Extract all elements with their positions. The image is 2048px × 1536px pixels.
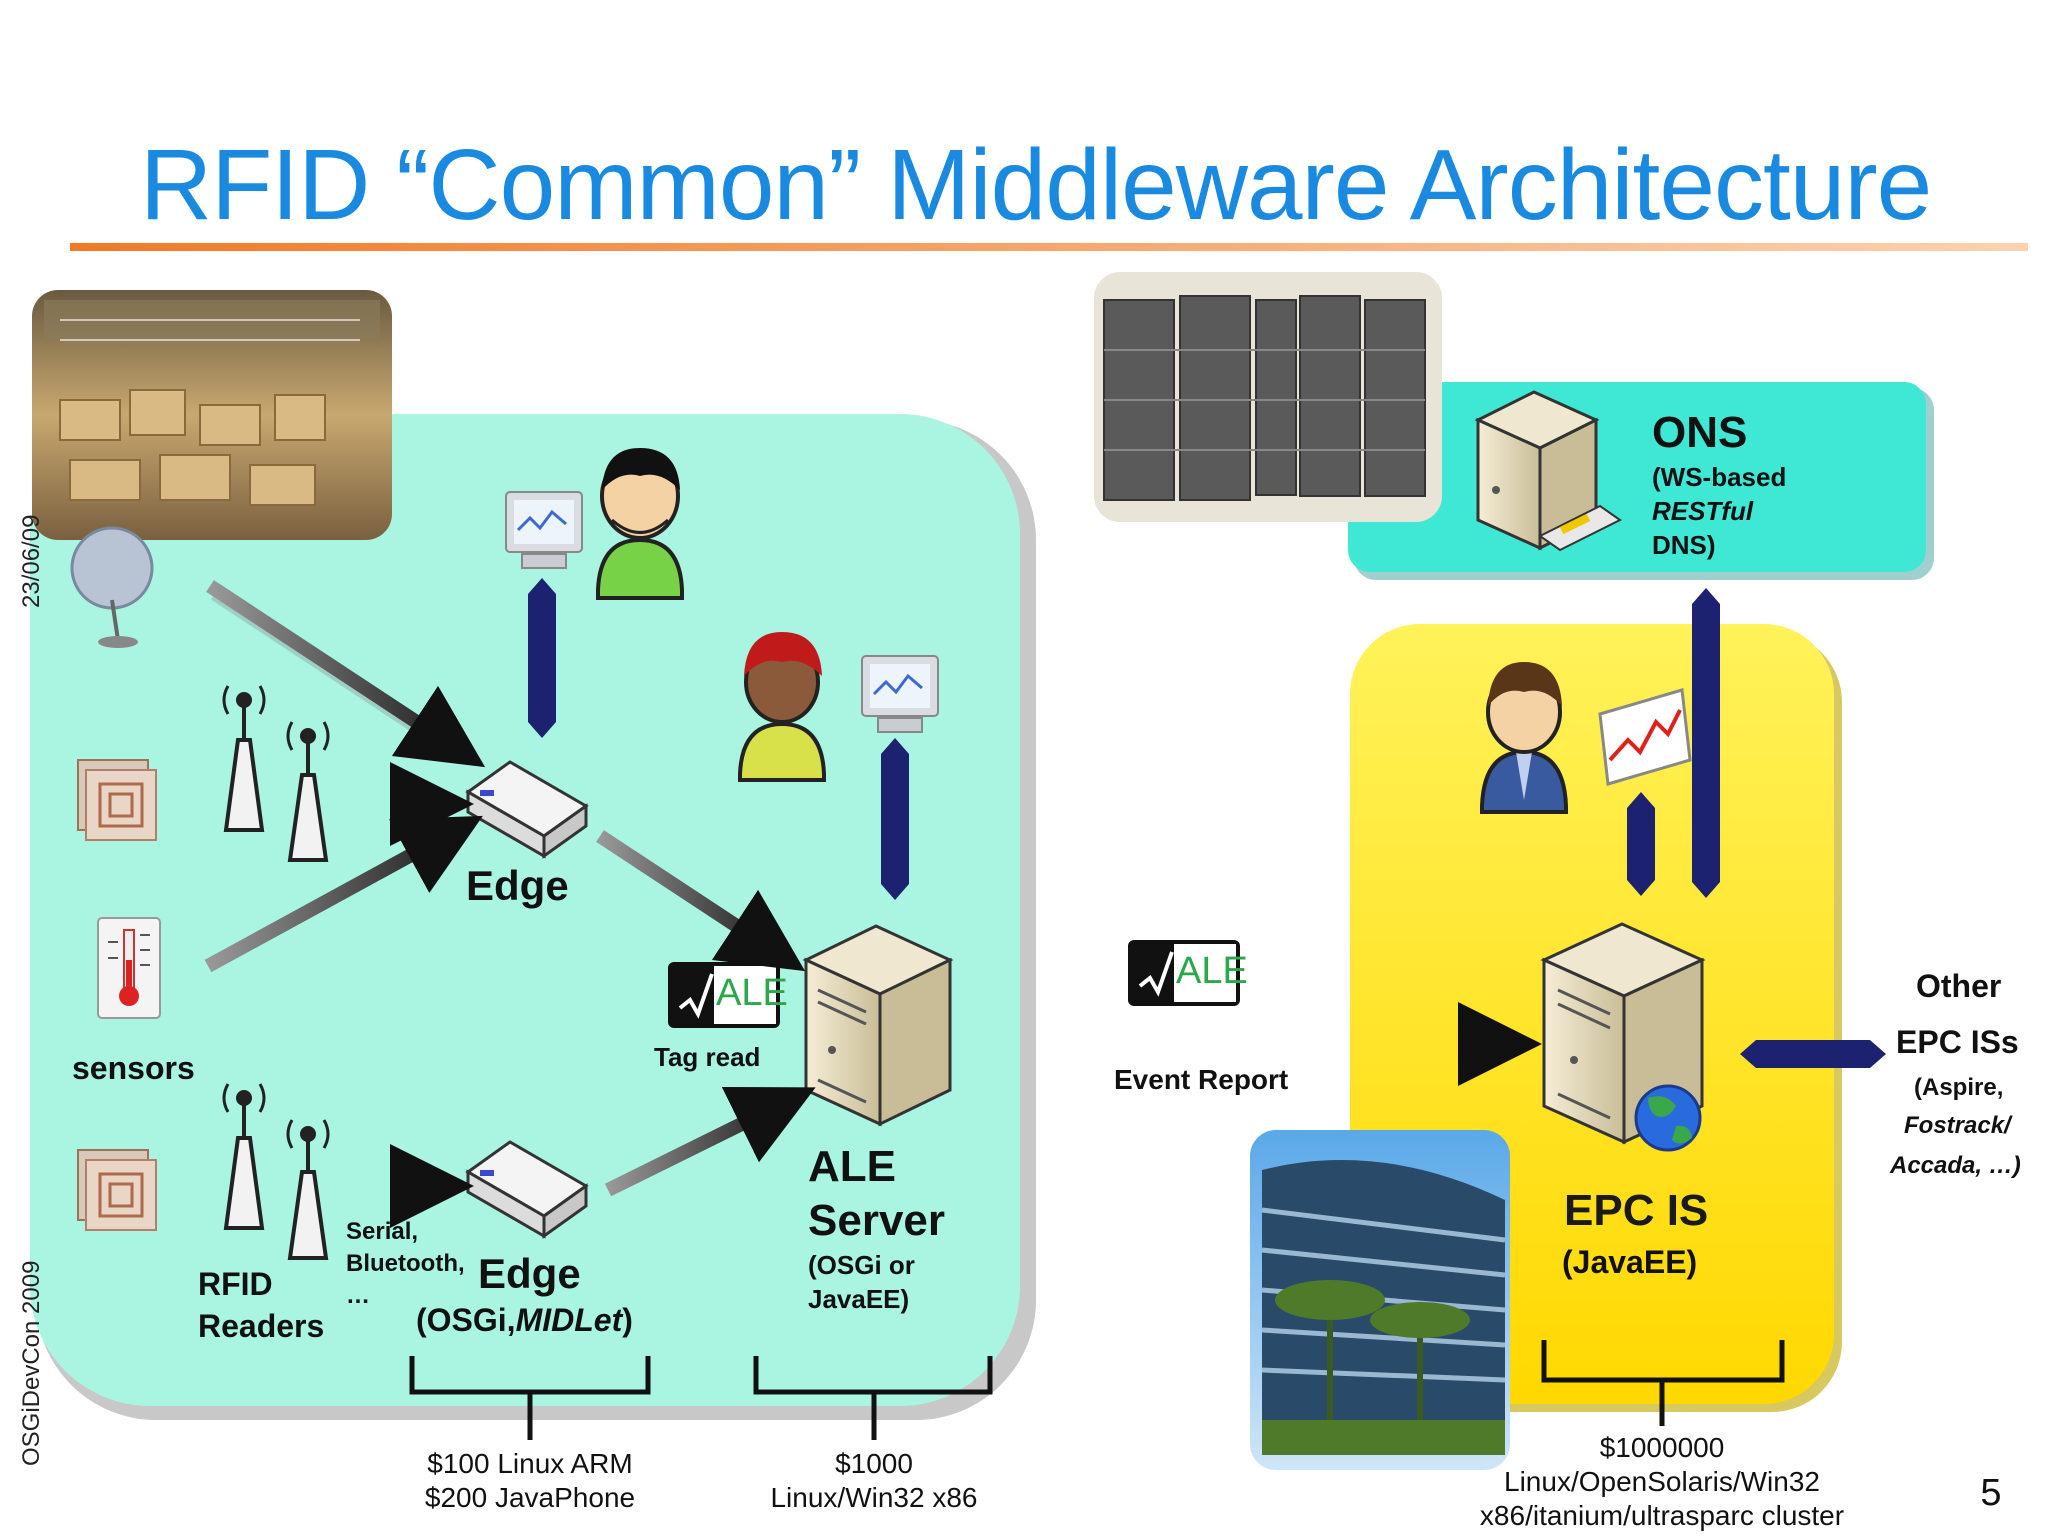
rfid-tag-icon xyxy=(77,759,157,841)
edge-bottom-sub-suffix: ) xyxy=(622,1302,633,1338)
rfid-tag-icon xyxy=(77,1149,157,1231)
chart-icon xyxy=(1598,688,1692,786)
edge-bottom-sublabel: (OSGi,MIDLet) xyxy=(416,1302,633,1339)
monitor-icon xyxy=(861,655,939,733)
ale-badge-text-right: ALE xyxy=(1176,950,1248,992)
sensors-label: sensors xyxy=(72,1050,195,1086)
cost-epcis-2: Linux/OpenSolaris/Win32 xyxy=(1504,1466,1820,1497)
globe-icon xyxy=(1634,1084,1702,1152)
page-title: RFID “Common” Middleware Architecture xyxy=(140,129,1932,241)
rfid-readers-label-1: RFID xyxy=(198,1266,273,1302)
other-epcis-4: Fostrack/ xyxy=(1904,1112,2011,1139)
server-icon xyxy=(1474,390,1622,552)
ale-badge-icon xyxy=(668,962,780,1028)
flow-arrows xyxy=(204,580,1542,1228)
cost-ale-2: Linux/Win32 x86 xyxy=(770,1482,978,1513)
other-epcis-2: EPC ISs xyxy=(1896,1024,2019,1060)
serial-label-3: … xyxy=(346,1282,370,1309)
user-icon xyxy=(738,632,826,782)
user-icon xyxy=(1480,662,1568,814)
cost-epcis-3: x86/itanium/ultrasparc cluster xyxy=(1479,1500,1845,1531)
serial-label-2: Bluetooth, xyxy=(346,1250,465,1277)
ons-sub-2: RESTful xyxy=(1652,496,1754,526)
satellite-dish-icon xyxy=(70,526,154,648)
thermometer-icon xyxy=(97,917,161,1019)
title-underline xyxy=(70,243,2028,251)
cost-edge-2: $200 JavaPhone xyxy=(424,1482,636,1513)
edge-device-icon xyxy=(465,1140,589,1239)
server-rack-photo xyxy=(1094,272,1442,522)
ale-server-sub-1: (OSGi or xyxy=(808,1250,915,1280)
edge-top-label: Edge xyxy=(466,862,569,909)
ons-title: ONS xyxy=(1652,408,1748,457)
tag-read-label: Tag read xyxy=(654,1042,761,1072)
cost-epcis-1: $1000000 xyxy=(1599,1432,1725,1463)
rfid-reader-icon xyxy=(223,692,329,862)
office-building-photo xyxy=(1250,1130,1510,1470)
server-icon xyxy=(1540,922,1706,1145)
epcis-title: EPC IS xyxy=(1564,1186,1709,1235)
server-icon xyxy=(802,924,954,1127)
rfid-readers-label-2: Readers xyxy=(198,1308,325,1344)
edge-bottom-sub-italic: MIDLet xyxy=(515,1302,623,1338)
ons-sub-1: (WS-based xyxy=(1652,462,1787,492)
other-epcis-3: (Aspire, xyxy=(1914,1074,2004,1101)
link-arrows xyxy=(528,578,1886,1068)
edge-bottom-sub-prefix: (OSGi, xyxy=(416,1302,516,1338)
ale-server-label-1: ALE xyxy=(808,1142,896,1191)
cost-brackets xyxy=(409,1340,1785,1440)
user-icon xyxy=(596,448,684,600)
epcis-sub: (JavaEE) xyxy=(1562,1244,1698,1280)
event-report-label: Event Report xyxy=(1114,1064,1289,1095)
warehouse-photo xyxy=(32,290,392,540)
side-event: OSGiDevCon 2009 xyxy=(18,1260,45,1466)
other-epcis-1: Other xyxy=(1916,968,2002,1004)
ons-sub-3: DNS) xyxy=(1652,530,1716,561)
side-date: 23/06/09 xyxy=(18,514,45,608)
cost-edge-1: $100 Linux ARM xyxy=(427,1448,633,1479)
rfid-reader-icon xyxy=(223,1090,329,1260)
serial-label-1: Serial, xyxy=(346,1218,419,1245)
ale-server-label-2: Server xyxy=(808,1196,946,1245)
ale-badge-icon xyxy=(1128,940,1240,1006)
page-number: 5 xyxy=(1980,1472,2002,1514)
cost-ale-1: $1000 xyxy=(835,1448,913,1479)
ale-badge-text-left: ALE xyxy=(716,972,788,1014)
ale-server-sub-2: JavaEE) xyxy=(808,1284,910,1314)
other-epcis-5: Accada, …) xyxy=(1890,1152,2021,1179)
ons-sub-3-text: DNS) xyxy=(1652,530,1716,560)
monitor-icon xyxy=(505,491,583,569)
edge-bottom-label: Edge xyxy=(478,1250,581,1297)
